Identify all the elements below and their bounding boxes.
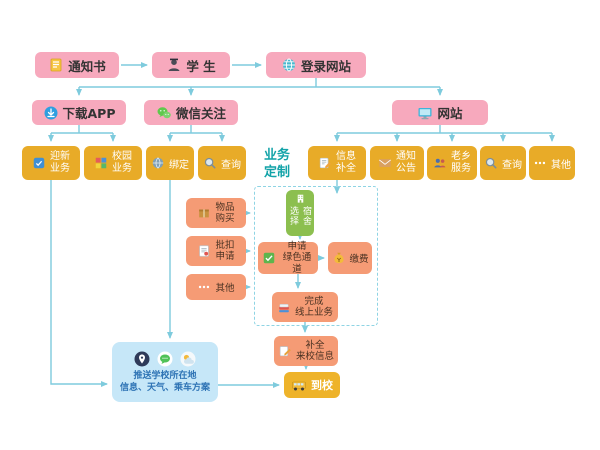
- node-label: 物品购买: [215, 201, 235, 224]
- push-info-text: 推送学校所在地 信息、天气、乘车方案: [119, 370, 210, 393]
- search-icon: [484, 156, 498, 170]
- node-bind: 绑定: [146, 146, 194, 180]
- node-label: 老乡服务: [451, 151, 471, 174]
- business-custom-region: [254, 186, 378, 326]
- document-stamp-icon: [197, 244, 211, 258]
- node-label: 批扣申请: [215, 239, 235, 262]
- node-label: 通知书: [68, 58, 106, 74]
- node-hometown-service: 老乡服务: [427, 146, 477, 180]
- business-custom-label: 业务 定制: [263, 148, 290, 180]
- node-label: 完成线上业务: [294, 295, 333, 318]
- node-website: 网站: [392, 100, 488, 125]
- node-other-web: 其他: [529, 146, 575, 180]
- node-label: 微信关注: [175, 106, 226, 121]
- node-arrival-info: 补全来校信息: [274, 336, 338, 366]
- node-item-purchase: 物品购买: [186, 198, 246, 228]
- node-notice-letter: 通知书: [35, 52, 119, 78]
- node-announcements: 通知公告: [370, 146, 424, 180]
- dots-icon: [197, 280, 211, 294]
- weather-icon: [179, 350, 197, 368]
- node-label: 下载APP: [62, 106, 116, 121]
- school-bus-icon: [291, 377, 307, 393]
- node-pay-fees: 缴费: [328, 242, 372, 274]
- node-label: 查询: [221, 159, 241, 171]
- node-info-complete: 信息补全: [308, 146, 366, 180]
- building-icon: [295, 193, 306, 204]
- node-query-wechat: 查询: [198, 146, 246, 180]
- node-label: 查询: [502, 159, 522, 171]
- package-icon: [197, 206, 211, 220]
- edit-icon: [278, 344, 292, 358]
- node-download-app: 下载APP: [32, 100, 126, 125]
- node-label: 其他: [215, 283, 235, 294]
- node-login-website: 登录网站: [266, 52, 366, 78]
- node-label: 申请绿色通道: [282, 240, 312, 275]
- dots-icon: [533, 156, 547, 170]
- node-batch-deduction: 批扣申请: [186, 236, 246, 266]
- envelope-icon: [378, 156, 392, 170]
- node-dorm-select: 宿舍选择: [286, 190, 314, 236]
- wechat-icon: [156, 105, 172, 121]
- node-student: 学 生: [152, 52, 230, 78]
- student-icon: [166, 57, 182, 73]
- monitor-icon: [417, 105, 433, 121]
- node-label: 到校: [311, 379, 333, 392]
- cards-icon: [277, 300, 291, 314]
- node-label: 宿舍选择: [288, 206, 311, 226]
- notepad-icon: [48, 57, 64, 73]
- globe-icon: [281, 57, 297, 73]
- node-other-mid: 其他: [186, 274, 246, 300]
- push-icons-row: [133, 350, 197, 368]
- download-icon: [43, 105, 59, 121]
- node-arrive-school: 到校: [284, 372, 340, 398]
- node-label: 校园业务: [112, 151, 132, 174]
- node-label: 网站: [437, 106, 463, 121]
- node-label: 学 生: [186, 58, 216, 74]
- location-icon: [133, 350, 151, 368]
- welcome-service-icon: [32, 156, 46, 170]
- node-query-web: 查询: [480, 146, 526, 180]
- node-label: 其他: [551, 159, 571, 171]
- node-label: 信息补全: [336, 151, 356, 174]
- search-icon: [203, 156, 217, 170]
- node-welcome-service: 迎新业务: [22, 146, 80, 180]
- node-green-channel: 申请绿色通道: [258, 240, 318, 275]
- edit-form-icon: [318, 156, 332, 170]
- node-wechat-follow: 微信关注: [144, 100, 238, 125]
- node-label: 缴费: [349, 254, 369, 265]
- chat-icon: [156, 350, 174, 368]
- node-label: 通知公告: [396, 151, 416, 174]
- people-icon: [433, 156, 447, 170]
- node-label: 迎新业务: [50, 151, 70, 174]
- campus-service-icon: [94, 156, 108, 170]
- node-label: 登录网站: [300, 58, 351, 74]
- link-globe-icon: [151, 156, 165, 170]
- push-info-panel: 推送学校所在地 信息、天气、乘车方案: [112, 342, 218, 402]
- money-bag-icon: [332, 251, 346, 265]
- green-channel-icon: [262, 251, 276, 265]
- node-label: 补全来校信息: [296, 339, 335, 362]
- node-finish-online: 完成线上业务: [272, 292, 338, 322]
- node-campus-service: 校园业务: [84, 146, 142, 180]
- node-label: 绑定: [169, 159, 189, 171]
